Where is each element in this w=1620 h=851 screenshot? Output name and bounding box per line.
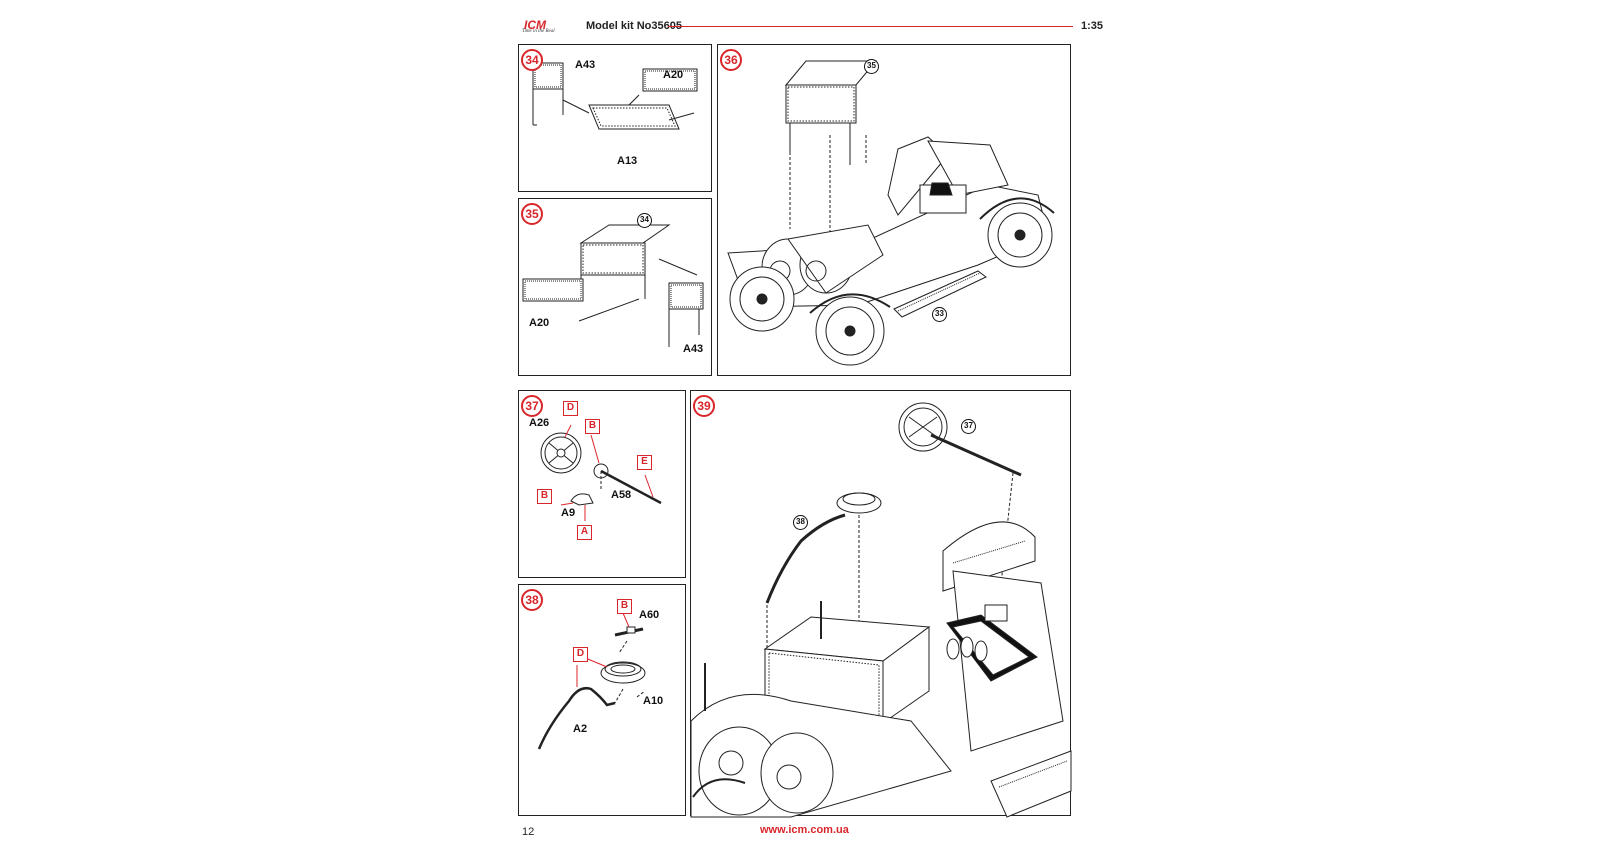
step-34-badge: 34 [521, 49, 543, 71]
part-label-a58: A58 [611, 489, 632, 501]
part-label-a43: A43 [575, 59, 596, 71]
step-36-badge: 36 [720, 49, 742, 71]
subassembly-ref-35: 35 [864, 59, 879, 74]
scale-label: 1:35 [1080, 20, 1103, 32]
subassembly-ref-34: 34 [637, 213, 652, 228]
subassembly-ref-37: 37 [961, 419, 976, 434]
part-label-a2: A2 [573, 723, 588, 735]
part-label-a20: A20 [529, 317, 550, 329]
step-37-drawing [540, 424, 662, 521]
header-divider [668, 26, 1073, 27]
step-38-panel: 38 A60 A10 A2 B D [518, 584, 686, 816]
subassembly-ref-33: 33 [932, 307, 947, 322]
part-label-a43: A43 [683, 343, 704, 355]
glue-point-b: B [537, 489, 552, 504]
glue-point-b: B [585, 419, 600, 434]
step-35-panel: 35 34 A20 A43 [518, 198, 712, 376]
icm-logo: ICM Time in the Real [518, 16, 560, 36]
step-39-badge: 39 [693, 395, 715, 417]
step-36-drawing [727, 60, 1055, 366]
glue-point-d: D [563, 401, 578, 416]
step-34-panel: 34 A43 A20 A13 [518, 44, 712, 192]
part-label-a10: A10 [643, 695, 664, 707]
logo-tagline: Time in the Real [522, 29, 555, 34]
page-number: 12 [522, 826, 535, 838]
step-36-panel: 36 35 33 [717, 44, 1071, 376]
glue-point-b: B [617, 599, 632, 614]
step-39-drawing [690, 402, 1072, 818]
step-39-panel: 39 37 38 [690, 390, 1072, 818]
step-38-badge: 38 [521, 589, 543, 611]
kit-label: Model kit No35605 [586, 20, 682, 32]
footer-url-link[interactable]: www.icm.com.ua [760, 824, 849, 836]
glue-point-e: E [637, 455, 652, 470]
logo-text: ICM [524, 18, 546, 32]
page-header: ICM Time in the Real Model kit No35605 1… [518, 16, 1103, 38]
part-label-a26: A26 [529, 417, 550, 429]
step-35-badge: 35 [521, 203, 543, 225]
step-35-drawing [522, 224, 704, 347]
step-34-drawing [532, 62, 698, 130]
step-37-panel: 37 A26 A58 A9 D B E B A [518, 390, 686, 578]
part-label-a20: A20 [663, 69, 684, 81]
part-label-a60: A60 [639, 609, 660, 621]
subassembly-ref-38: 38 [793, 515, 808, 530]
part-label-a9: A9 [561, 507, 576, 519]
glue-point-a: A [577, 525, 592, 540]
glue-point-d: D [573, 647, 588, 662]
step-37-badge: 37 [521, 395, 543, 417]
part-label-a13: A13 [617, 155, 638, 167]
